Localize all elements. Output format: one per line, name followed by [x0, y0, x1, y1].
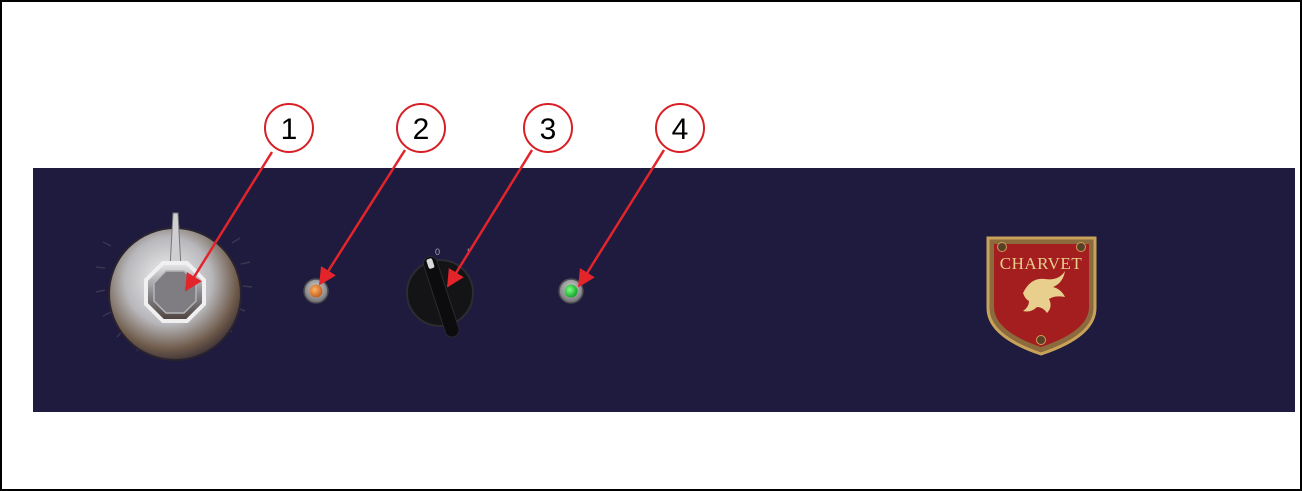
callout-2-arrow	[320, 150, 405, 284]
callout-4-number: 4	[672, 113, 689, 146]
callout-2: 2	[320, 104, 445, 284]
callout-3-number: 3	[540, 113, 557, 146]
callout-2-number: 2	[413, 113, 430, 146]
callout-1: 1	[186, 104, 313, 290]
callout-1-arrow	[186, 152, 272, 290]
callout-3: 3	[448, 104, 572, 286]
callout-4-arrow	[579, 150, 664, 286]
callout-1-number: 1	[281, 113, 298, 146]
callout-3-arrow	[448, 150, 532, 286]
callout-4: 4	[579, 104, 704, 286]
